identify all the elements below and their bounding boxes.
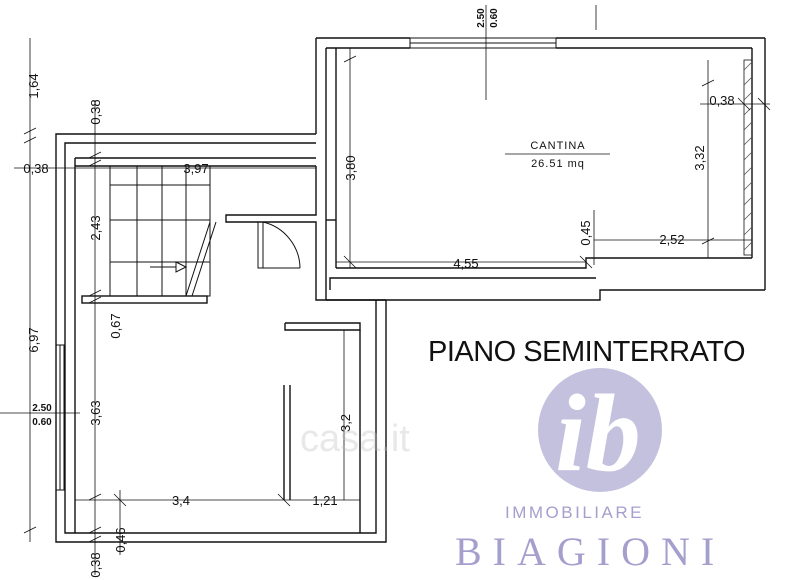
section-top-lower: 0.60 <box>489 8 500 28</box>
dimension-lines <box>0 5 771 575</box>
brand-line1: IMMOBILIARE <box>505 503 644 522</box>
section-left-upper: 2.50 <box>32 403 52 414</box>
dim-cantina-right-width: 2,52 <box>659 232 684 247</box>
brand-line2: BIAGIONI <box>455 529 726 574</box>
dim-landing: 0,67 <box>108 313 123 338</box>
dim-stair-top: 0,38 <box>88 99 103 124</box>
door <box>257 221 301 269</box>
brand-logo: ib <box>538 368 662 494</box>
dim-left-total: 6,97 <box>26 327 41 352</box>
watermark-text: casa.it <box>300 418 410 460</box>
dim-lower-room-height: 3,2 <box>338 414 353 432</box>
dim-cantina-step: 0,45 <box>578 220 593 245</box>
hatched-wall <box>743 59 753 256</box>
plan-title: PIANO SEMINTERRATO <box>428 336 746 368</box>
staircase <box>109 165 217 297</box>
dim-left-bottom: 0,38 <box>88 552 103 577</box>
windows <box>55 37 557 491</box>
dim-lower-width: 3,4 <box>172 493 190 508</box>
dim-lower-right: 1,21 <box>312 493 337 508</box>
logo-letters: ib <box>555 372 641 494</box>
dim-lower-height: 3,63 <box>88 400 103 425</box>
dim-stair-height: 2,43 <box>88 215 103 240</box>
room-name: CANTINA <box>530 140 585 152</box>
dim-wall-left: 0,38 <box>23 161 48 176</box>
section-top-upper: 2.50 <box>476 8 487 28</box>
dim-cantina-wall: 0,38 <box>709 93 734 108</box>
dim-bottom-small: 0,46 <box>113 527 128 552</box>
dim-left-top: 1,64 <box>26 73 41 98</box>
dim-cantina-height: 3,80 <box>343 155 358 180</box>
dim-cantina-right-height: 3,32 <box>692 145 707 170</box>
dim-stair-width: 3,97 <box>183 161 208 176</box>
section-left-lower: 0.60 <box>32 417 52 428</box>
dim-cantina-width: 4,55 <box>453 256 478 271</box>
room-area: 26.51 mq <box>531 158 585 170</box>
